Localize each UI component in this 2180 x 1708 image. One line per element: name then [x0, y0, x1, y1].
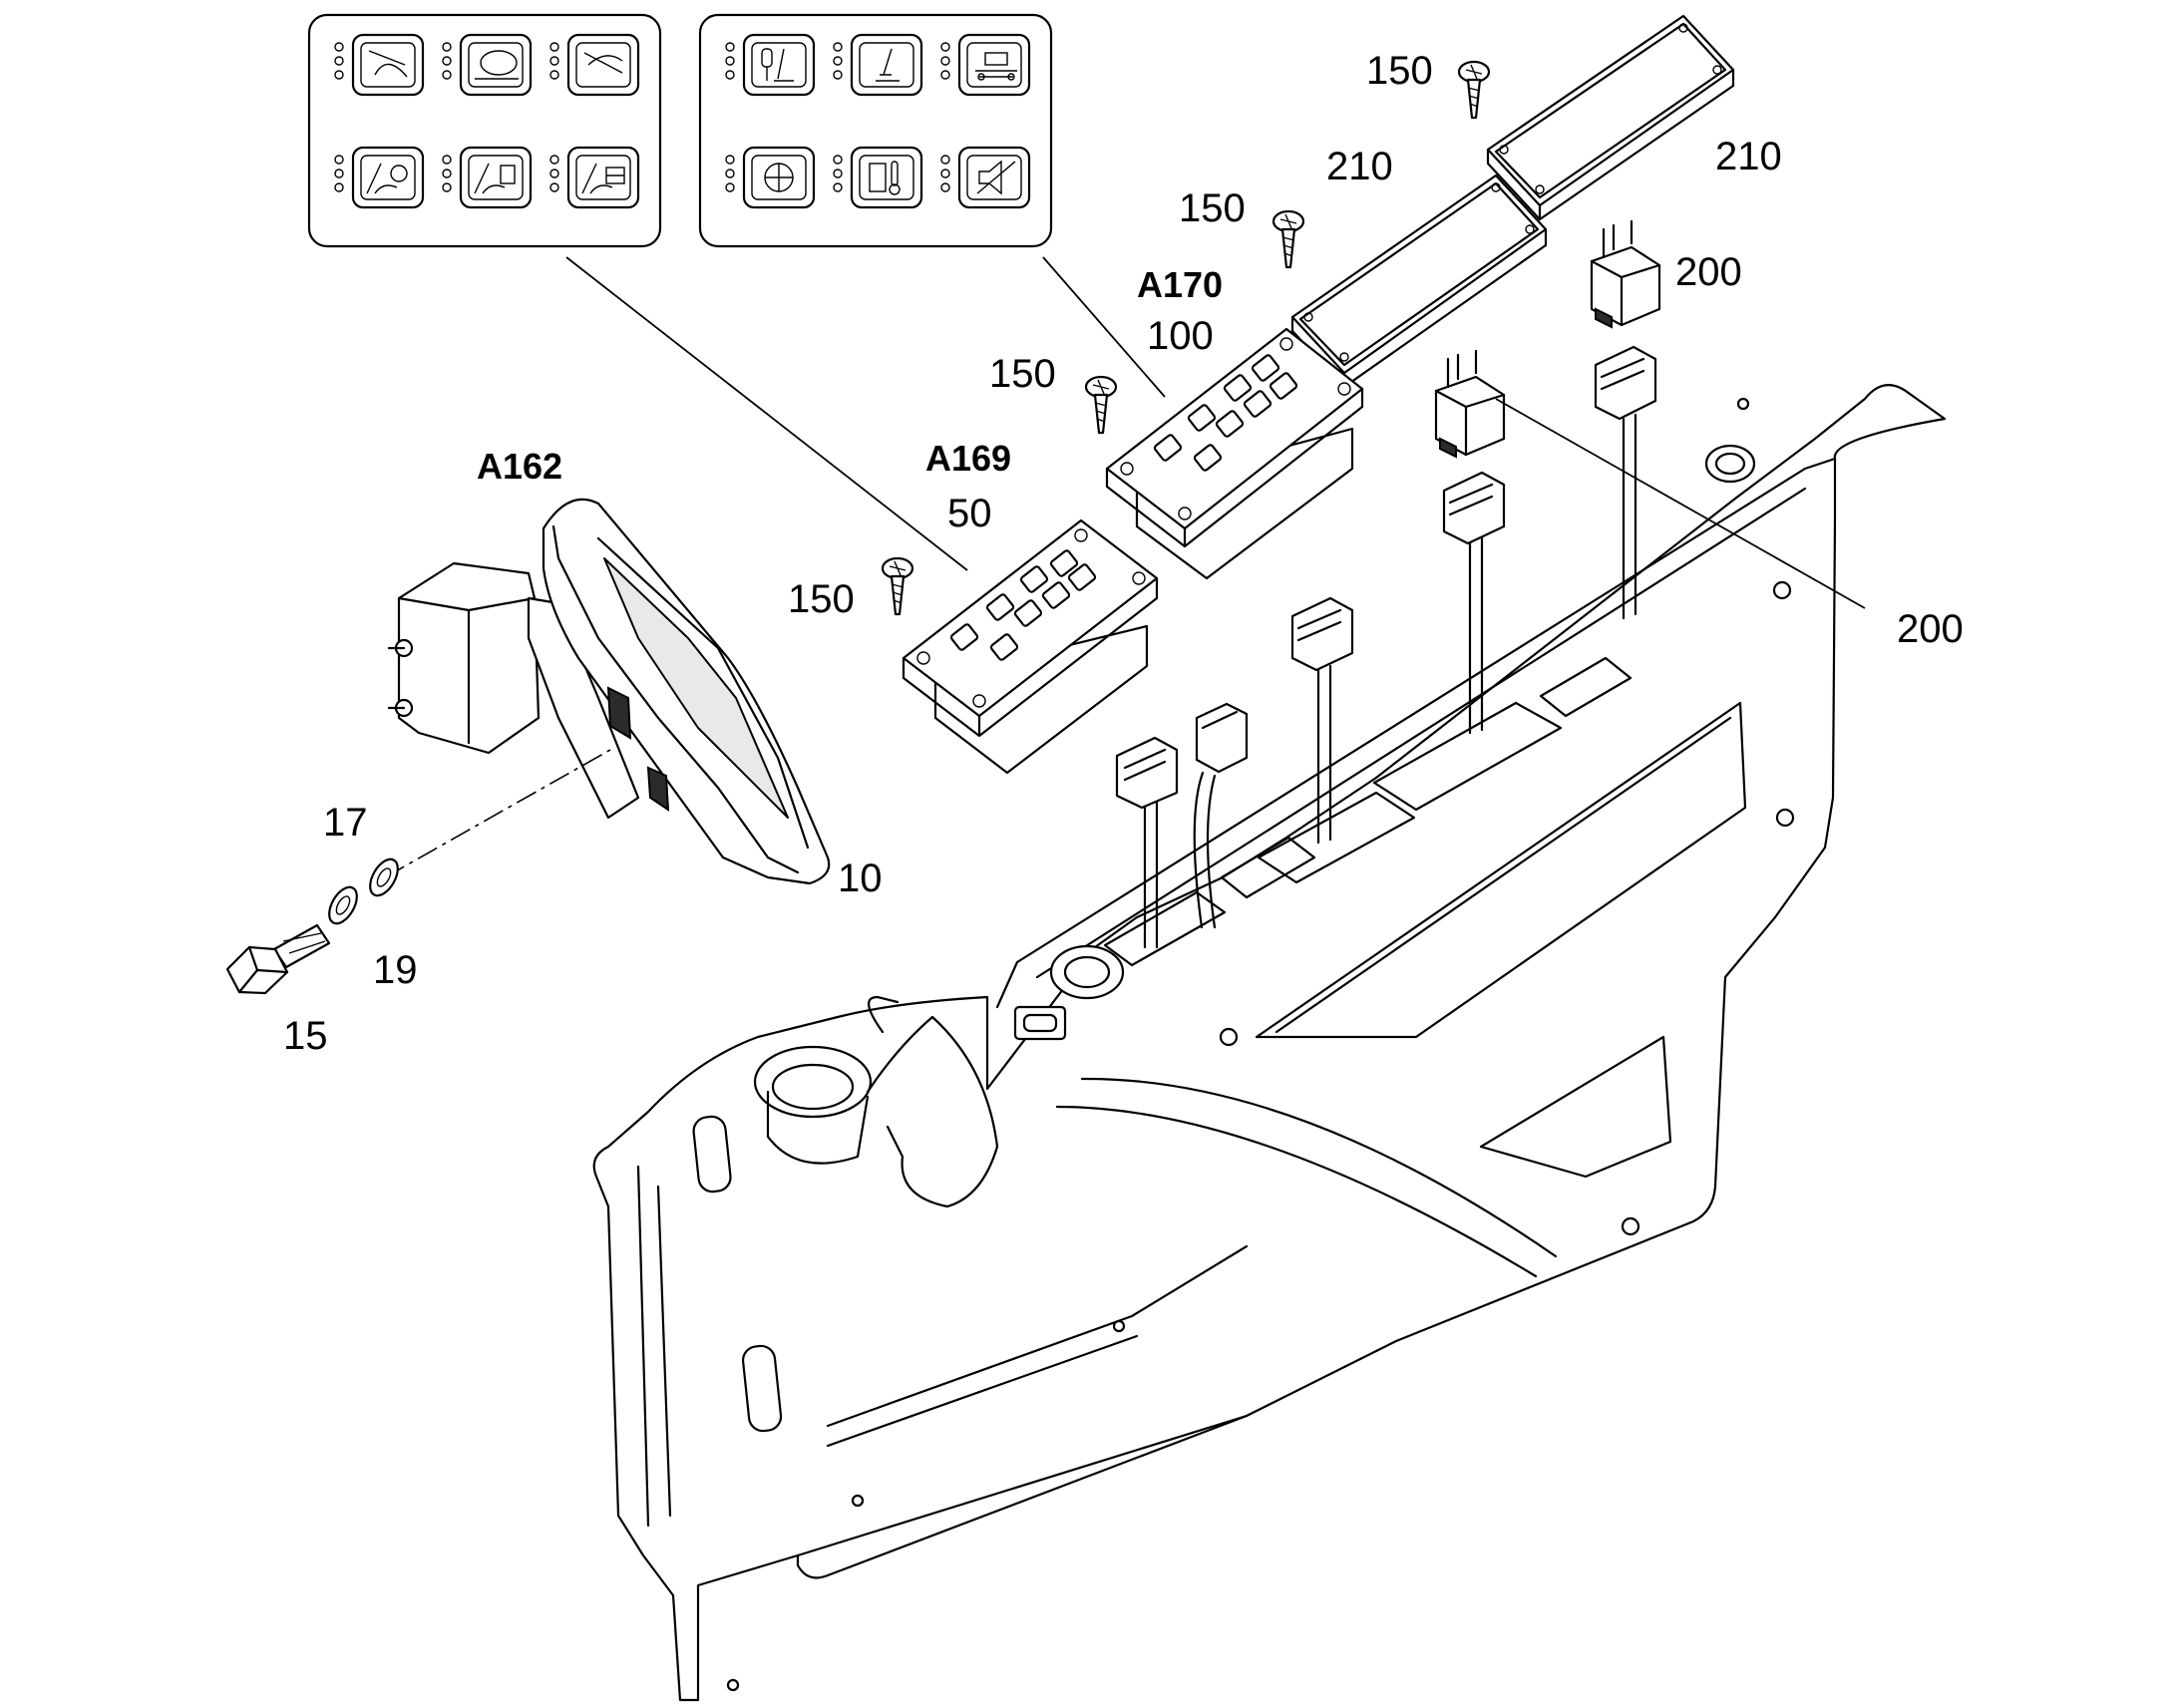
- screw-3: [1084, 375, 1118, 435]
- label-10: 10: [838, 856, 883, 900]
- screw-1: [1457, 60, 1491, 120]
- fan-reverse-icon: [725, 146, 816, 209]
- label-100: 100: [1147, 314, 1214, 358]
- wiper-washer-icon: [442, 146, 533, 209]
- label-150-middle: 150: [989, 352, 1056, 396]
- wiper-rear-icon: [549, 146, 640, 209]
- leader-relay: [1495, 398, 1866, 609]
- cover-plate-2: [1290, 173, 1548, 389]
- washer-17: [369, 857, 399, 897]
- label-210-right: 210: [1715, 135, 1782, 178]
- axis-line: [384, 749, 611, 878]
- horn-mute-icon: [940, 146, 1031, 209]
- relay-lower: [1434, 349, 1506, 459]
- switch-module-a170: [1105, 327, 1364, 580]
- label-a170: A170: [1137, 264, 1223, 305]
- connector-3: [1290, 596, 1354, 845]
- label-a162: A162: [477, 446, 562, 487]
- joystick-pair-icon: [725, 33, 816, 97]
- screw-4: [881, 556, 914, 616]
- label-150-lower: 150: [788, 577, 855, 621]
- label-15: 15: [283, 1014, 328, 1058]
- connector-5: [1594, 345, 1657, 620]
- disc-icon: [442, 33, 533, 97]
- bolt-15: [225, 923, 331, 995]
- connector-2: [1193, 702, 1249, 929]
- label-a169: A169: [925, 438, 1011, 479]
- icon-panel-right: [698, 13, 1053, 248]
- display-a162: [542, 498, 831, 885]
- cone-icon: [549, 33, 640, 97]
- label-210-middle: 210: [1326, 145, 1393, 188]
- label-17: 17: [323, 801, 368, 845]
- washer-19: [328, 885, 358, 925]
- relay-upper: [1590, 219, 1661, 329]
- console-panel: [592, 384, 1947, 1702]
- label-200-lower: 200: [1897, 607, 1964, 651]
- fan-icon: [334, 33, 425, 97]
- label-50: 50: [947, 492, 992, 535]
- switch-module-a169: [902, 518, 1159, 775]
- screw-2: [1272, 209, 1305, 269]
- leader-right-panel: [1042, 256, 1166, 398]
- connector-4: [1442, 471, 1506, 735]
- machine-icon: [940, 33, 1031, 97]
- label-150-upper: 150: [1179, 186, 1246, 230]
- label-150-top: 150: [1366, 49, 1433, 93]
- wiper-front-icon: [334, 146, 425, 209]
- icon-panel-left: [307, 13, 662, 248]
- connector-1: [1115, 736, 1179, 949]
- joystick-icon: [833, 33, 923, 97]
- display-bracket: [387, 561, 640, 820]
- cover-plate-1: [1486, 14, 1735, 221]
- leader-left-panel: [565, 256, 968, 571]
- label-200-upper: 200: [1675, 250, 1742, 294]
- fuel-temp-icon: [833, 146, 923, 209]
- label-19: 19: [373, 948, 418, 992]
